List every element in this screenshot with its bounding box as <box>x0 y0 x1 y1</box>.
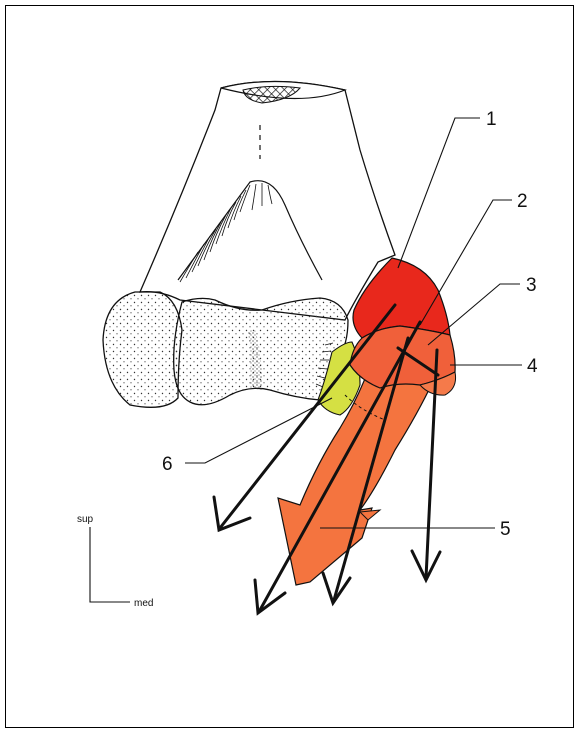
label-3: 3 <box>526 275 537 296</box>
humerus-bone <box>140 81 395 320</box>
humerus-condyles <box>103 292 348 407</box>
leader-6 <box>185 398 332 463</box>
orientation-axes <box>90 527 130 602</box>
capitulum <box>103 292 182 407</box>
label-5: 5 <box>500 519 511 540</box>
label-4: 4 <box>527 356 538 377</box>
label-2: 2 <box>517 191 528 212</box>
leader-1 <box>398 118 480 268</box>
orientation-indicator: sup med <box>77 514 153 609</box>
orientation-sup-label: sup <box>77 514 94 525</box>
label-6: 6 <box>162 454 173 475</box>
label-1: 1 <box>486 109 497 130</box>
orientation-med-label: med <box>134 598 153 609</box>
